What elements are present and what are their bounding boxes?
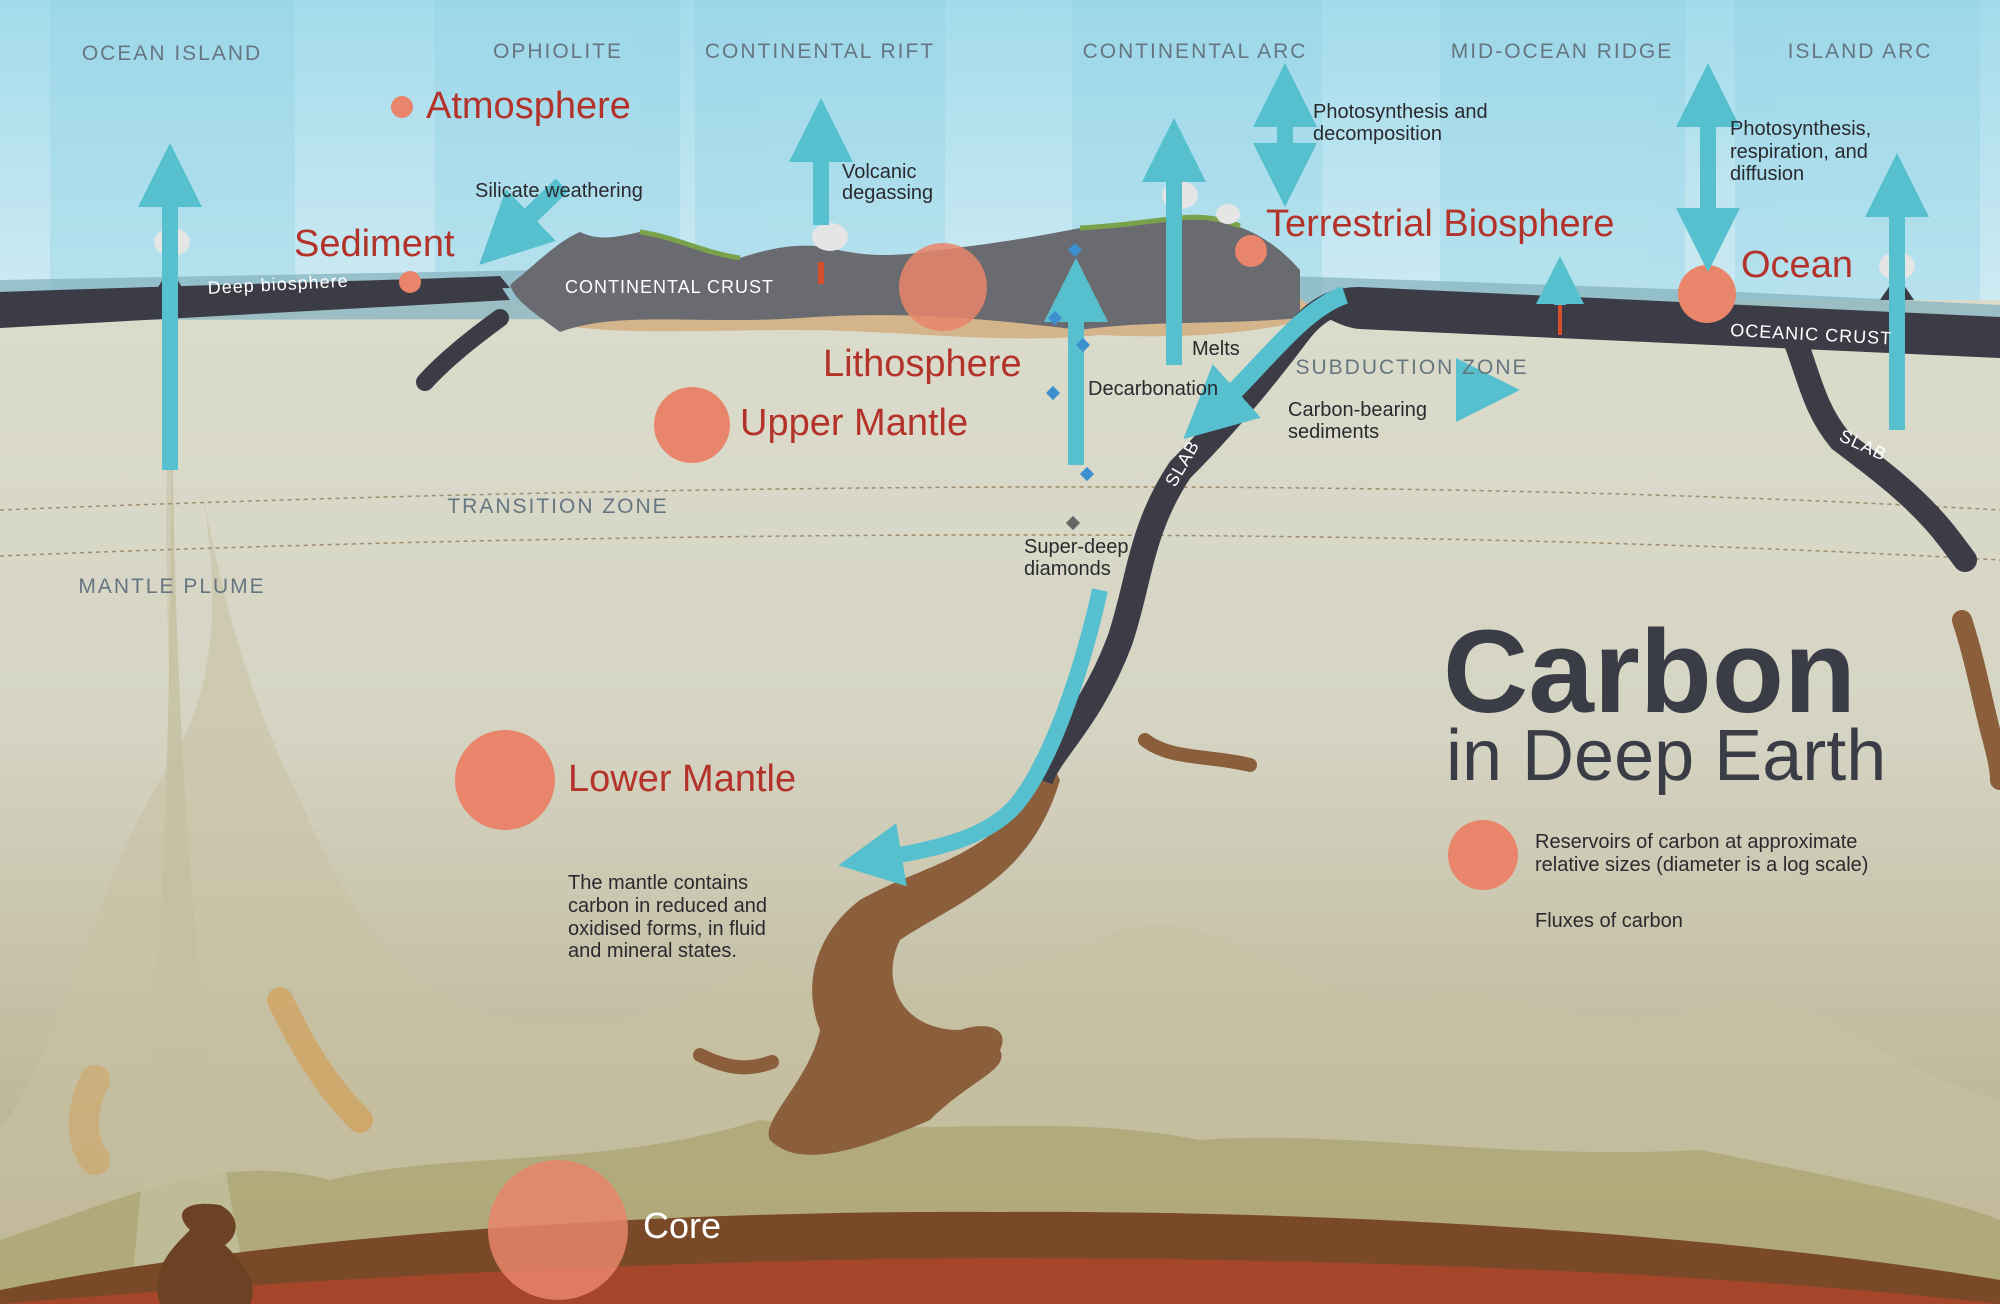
- silicate-weathering-arrow: [479, 178, 569, 265]
- photosynthesis-decomposition-label-2: decomposition: [1313, 123, 1442, 145]
- legend-reservoirs-text-2: relative sizes (diameter is a log scale): [1535, 854, 1868, 876]
- photosynthesis-respiration-label-1: Photosynthesis,: [1730, 118, 1871, 140]
- deep-slab-flux-arrow: [838, 588, 1108, 887]
- carbon-sediments-arrow: [1183, 286, 1349, 440]
- reservoir-lithosphere-label: Lithosphere: [823, 343, 1022, 385]
- ochre-blob-left: [68, 1065, 110, 1175]
- photosynthesis-decomposition-label-1: Photosynthesis and: [1313, 101, 1488, 123]
- zone-ocean-island: OCEAN ISLAND: [82, 42, 262, 65]
- carbon-sediments-label-1: Carbon-bearing: [1288, 399, 1427, 421]
- volcanic-degassing-label-1: Volcanic: [842, 161, 917, 183]
- zone-continental-arc: CONTINENTAL ARC: [1083, 40, 1308, 63]
- flux-arrows: [138, 63, 1929, 887]
- reservoir-lower-mantle-label: Lower Mantle: [568, 758, 796, 800]
- reservoir-atmosphere-label: Atmosphere: [426, 85, 631, 127]
- photosynthesis-respiration-label-3: diffusion: [1730, 163, 1804, 185]
- zone-transition: TRANSITION ZONE: [447, 495, 668, 518]
- photosynthesis-respiration-label-2: respiration, and: [1730, 141, 1868, 163]
- legend-fluxes-text: Fluxes of carbon: [1535, 910, 1683, 932]
- slab-fragment-right: [1952, 610, 2000, 790]
- carbon-sediments-label-2: sediments: [1288, 421, 1379, 443]
- legend-reservoir-circle: [1448, 820, 1518, 890]
- core-blob: [157, 1203, 253, 1304]
- mantle-note-3: oxidised forms, in fluid: [568, 918, 766, 940]
- zone-continental-rift: CONTINENTAL RIFT: [705, 40, 935, 63]
- core-circle: [488, 1160, 628, 1300]
- reservoir-ocean-label: Ocean: [1741, 244, 1853, 286]
- mantle-note-2: carbon in reduced and: [568, 895, 767, 917]
- zone-island-arc: ISLAND ARC: [1788, 40, 1933, 63]
- ocean-circle: [1678, 265, 1736, 323]
- brown-slab-pile: [768, 760, 1060, 1155]
- mantle-note-4: and mineral states.: [568, 940, 737, 962]
- title-carbon: Carbon: [1443, 606, 1856, 738]
- transition-line-bottom: [0, 534, 2000, 561]
- core-inner: [0, 1258, 2000, 1304]
- silicate-weathering-label: Silicate weathering: [475, 180, 643, 202]
- ophiolite-fragment: [416, 309, 509, 391]
- zone-mantle-plume: MANTLE PLUME: [78, 575, 265, 598]
- lower-mantle-circle: [455, 730, 555, 830]
- sediment-circle: [399, 271, 421, 293]
- volcanic-degassing-label-2: degassing: [842, 182, 933, 204]
- super-deep-diamonds-label-1: Super-deep: [1024, 536, 1129, 558]
- transition-line-top: [0, 486, 2000, 511]
- terrestrial-biosphere-circle: [1235, 235, 1267, 267]
- island-arc-slab: [1783, 328, 1977, 572]
- mantle-hills: [0, 480, 2000, 1304]
- diamonds: [1045, 242, 1095, 531]
- super-deep-diamonds-label-2: diamonds: [1024, 558, 1111, 580]
- reservoir-sediment-label: Sediment: [294, 223, 455, 265]
- zone-ophiolite: OPHIOLITE: [493, 40, 623, 63]
- title-subtitle: in Deep Earth: [1446, 716, 1886, 796]
- decarbonation-label: Decarbonation: [1088, 378, 1218, 400]
- atmosphere-circle: [391, 96, 413, 118]
- slab-fragment: [1138, 733, 1257, 772]
- continental-crust-label: CONTINENTAL CRUST: [565, 277, 774, 297]
- mantle-plume-column: [110, 420, 174, 1304]
- zone-mid-ocean-ridge: MID-OCEAN RIDGE: [1451, 40, 1674, 63]
- slab-fragment-left: [693, 1048, 779, 1075]
- mantle-note-1: The mantle contains: [568, 872, 748, 894]
- reservoir-upper-mantle-label: Upper Mantle: [740, 402, 968, 444]
- melts-label: Melts: [1192, 338, 1240, 360]
- zone-subduction: SUBDUCTION ZONE: [1295, 356, 1528, 379]
- reservoir-core-label: Core: [643, 1205, 721, 1246]
- mantle-plume: [130, 440, 250, 1304]
- lithosphere-circle: [899, 243, 987, 331]
- legend-reservoirs-text-1: Reservoirs of carbon at approximate: [1535, 831, 1857, 853]
- reservoir-terrestrial-biosphere-label: Terrestrial Biosphere: [1266, 203, 1614, 245]
- upper-mantle-circle: [654, 387, 730, 463]
- ochre-blob: [267, 987, 373, 1133]
- reservoir-circles: [391, 96, 1736, 1300]
